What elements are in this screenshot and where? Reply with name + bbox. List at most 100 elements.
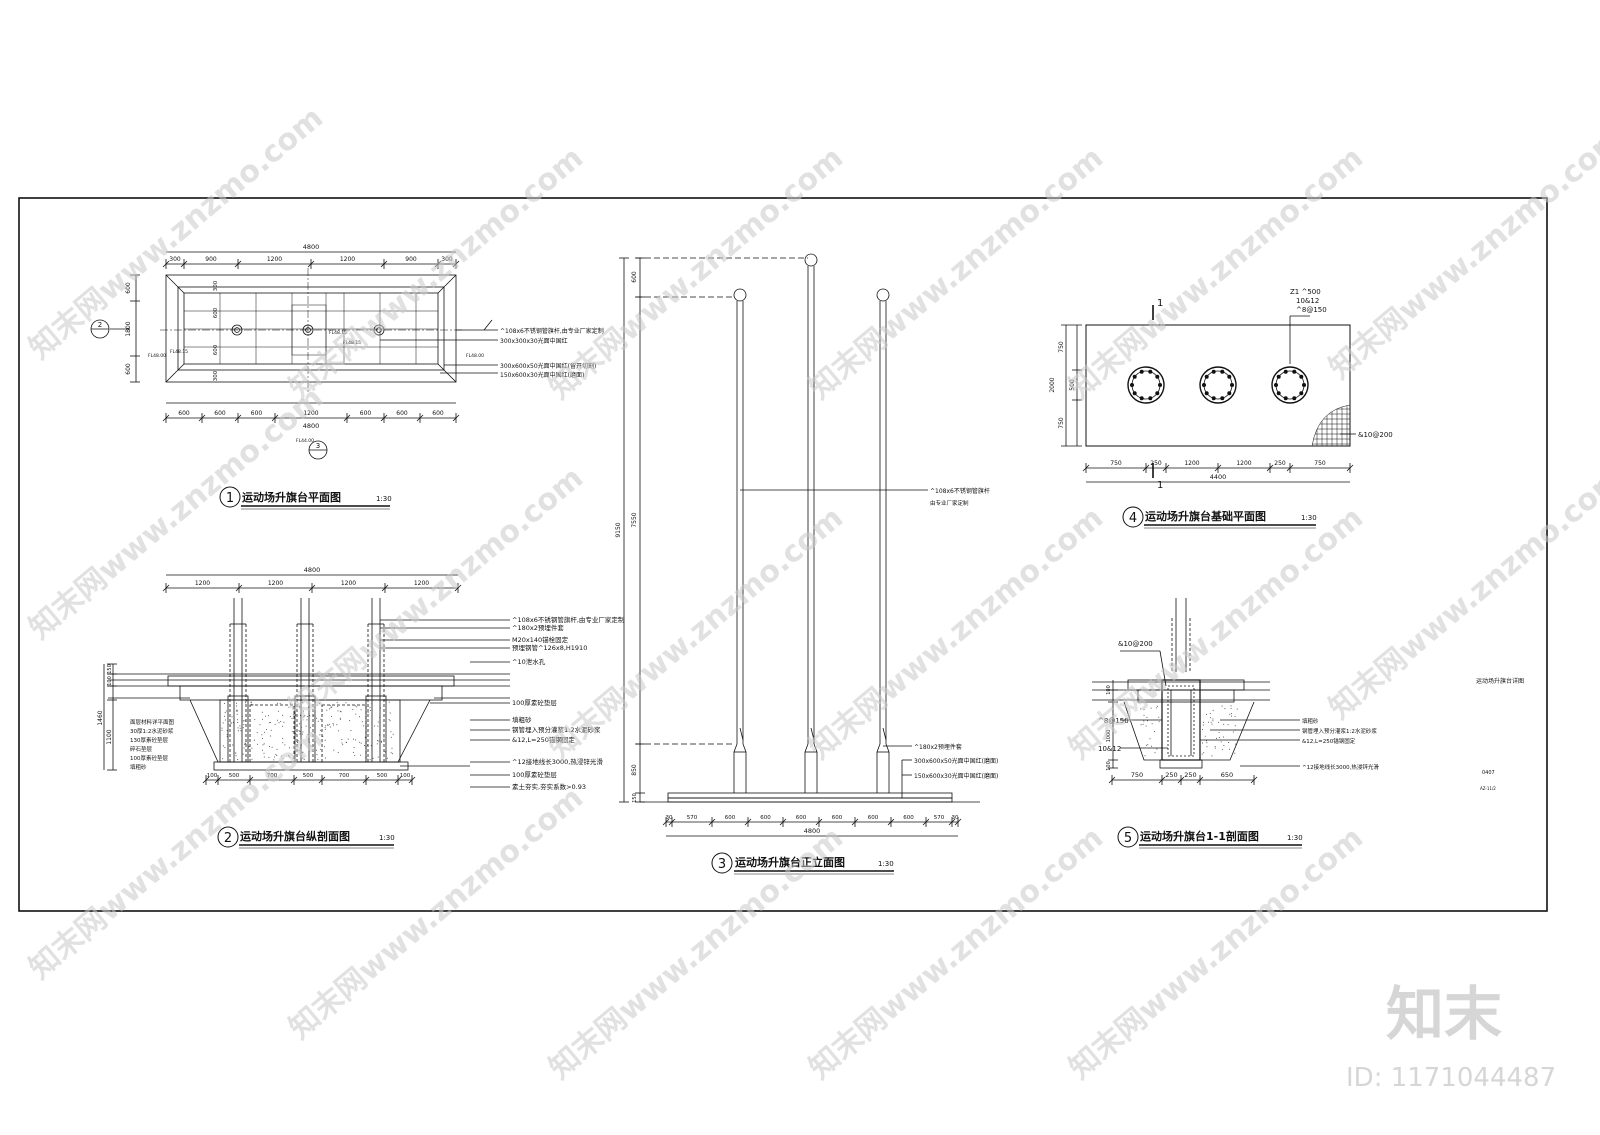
ls-scale: 1:30 (379, 834, 395, 842)
watermark-id: ID: 1171044487 (1346, 1063, 1556, 1093)
watermark-text-6: 知末网www.znzmo.com (1323, 120, 1600, 386)
watermark-text-14: 知末网www.znzmo.com (283, 780, 590, 1046)
title-block-sheet: 0407 (1482, 770, 1495, 776)
plan-dim-top-1: 300 (169, 256, 181, 263)
watermark-text-17: 知末网www.znzmo.com (1063, 820, 1370, 1086)
plan-dim-top-6: 300 (441, 256, 453, 263)
ls-dim-top-1: 1200 (195, 580, 210, 587)
plan-title: 运动场升旗台平面图 (242, 490, 341, 504)
watermark-layer: 知末网www.znzmo.com知末网www.znzmo.com知末网www.z… (23, 100, 1600, 1086)
elev-dim-left-2: 7550 (631, 512, 638, 527)
ls-note-right-5: ^10泄水孔 (512, 657, 546, 666)
xs-label-left-2: ^8@150 (1098, 717, 1129, 725)
ls-note-right-1: ^108x6不锈钢管旗杆,由专业厂家定制 (512, 615, 625, 624)
plan-dim-inner-3: 600 (213, 344, 219, 355)
plan-dim-inner-4: 300 (213, 370, 219, 381)
found-title: 运动场升旗台基础平面图 (1145, 509, 1266, 523)
elev-dim-bottom-9: 570 (934, 815, 945, 821)
plan-dim-total-bottom: 4800 (303, 422, 320, 430)
found-dim-bottom-6: 750 (1314, 460, 1326, 467)
watermark-logo: 知末 (1386, 980, 1502, 1048)
watermark-text-10: 知末网www.znzmo.com (803, 500, 1110, 766)
plan-dim-inner-1: 600 (213, 307, 219, 318)
ls-note-right-6: 100厚素砼垫层 (512, 698, 557, 707)
ls-note-right-10: ^12接地线长3000,热浸锌光滑 (512, 757, 603, 766)
elev-dim-left-4: 850 (631, 764, 638, 776)
plan-dim-top-5: 900 (405, 256, 417, 263)
xs-label-left-1: &10@200 (1118, 640, 1153, 648)
watermark-text-11: 知末网www.znzmo.com (1063, 500, 1370, 766)
plan-number-circle (219, 486, 241, 508)
foundation-plan-drawing (1061, 305, 1356, 483)
ls-dim-bottom-7: 100 (400, 773, 411, 779)
title-block: 运动场升旗台详图 0407 AZ-11/2 (1476, 677, 1524, 791)
plan-dim-total-top: 4800 (303, 243, 320, 251)
watermark-text-5: 知末网www.znzmo.com (1063, 140, 1370, 406)
ls-note-left-3: 130厚素砼垫层 (130, 736, 168, 744)
elev-note-2: 由专业厂家定制 (930, 499, 969, 507)
ls-dim-bottom-1: 100 (207, 773, 218, 779)
found-number-circle (1122, 506, 1144, 528)
cross-section-drawing (1092, 598, 1300, 785)
plan-dim-bottom-7: 600 (432, 410, 444, 417)
ls-note-left-2: 30厚1:2水泥砂浆 (130, 727, 174, 735)
plan-dim-left-1: 600 (125, 282, 132, 294)
plan-dim-bottom-6: 600 (396, 410, 408, 417)
found-scale: 1:30 (1301, 514, 1317, 522)
found-cut-mark-bottom: 1 (1157, 480, 1163, 491)
plan-dim-bottom-4: 1200 (303, 410, 318, 417)
xs-label-left-3: 10&12 (1098, 745, 1121, 753)
xs-note-3: &12,L=250锚钢固定 (1302, 737, 1356, 745)
xs-dim-bottom-1: 750 (1131, 771, 1143, 779)
ls-dim-left-3: 1460 (97, 710, 104, 725)
elev-dim-bottom-7: 600 (868, 815, 879, 821)
plan-drawing (90, 251, 498, 460)
xs-note-1: 填粗砂 (1302, 717, 1319, 725)
plan-dim-top-3: 1200 (267, 256, 282, 263)
elev-dim-total: 4800 (804, 827, 821, 835)
ls-dim-bottom-6: 500 (377, 773, 388, 779)
xs-dim-left-3: 100 (1106, 761, 1112, 771)
ls-note-left-6: 填粗砂 (130, 763, 147, 771)
plan-level-2: FL48.15 (170, 349, 188, 355)
elev-dim-bottom-3: 600 (725, 815, 736, 821)
ls-note-right-7: 填粗砂 (512, 715, 532, 724)
ls-dim-bottom-4: 500 (303, 773, 314, 779)
watermark-text-15: 知末网www.znzmo.com (543, 820, 850, 1086)
xs-dim-bottom-3: 250 (1184, 771, 1196, 779)
elev-dim-bottom-6: 600 (832, 815, 843, 821)
ls-note-left-5: 100厚素砼垫层 (130, 754, 168, 762)
elev-dim-left-5: 150 (632, 793, 638, 803)
plan-dim-bottom-2: 600 (214, 410, 226, 417)
elev-dim-left-1: 600 (631, 271, 638, 283)
ls-note-right-2: ^180x2预埋件套 (512, 623, 564, 632)
found-dim-bottom-2: 250 (1150, 460, 1162, 467)
found-callout-3: ^8@150 (1296, 306, 1327, 314)
plan-dim-left-2: 1800 (125, 321, 132, 336)
found-rebar-note: &10@200 (1358, 431, 1393, 439)
plan-note-1: ^108x6不锈钢管旗杆,由专业厂家定制 (500, 327, 604, 335)
ls-note-right-11: 100厚素砼垫层 (512, 770, 557, 779)
plan-level-3: FL48.15 (329, 330, 347, 336)
found-dim-total: 4400 (1210, 473, 1227, 481)
plan-level-5: FL48.00 (466, 353, 484, 359)
watermark-text-3: 知末网www.znzmo.com (543, 140, 850, 406)
ls-title: 运动场升旗台纵剖面图 (240, 829, 350, 843)
found-dim-bottom-5: 250 (1274, 460, 1286, 467)
ls-note-right-4: 预埋钢管^126x8,H1910 (512, 643, 587, 652)
plan-dim-top-4: 1200 (340, 256, 355, 263)
plan-note-3: 300x600x50光面中国红(留开切割) (500, 362, 596, 370)
elev-dim-bottom-8: 600 (903, 815, 914, 821)
title-block-code: AZ-11/2 (1480, 786, 1496, 791)
elev-note-4: 300x600x50光面中国红(磨面) (914, 757, 998, 765)
found-dim-left-2: 500 (1069, 379, 1076, 391)
ls-dim-bottom-2: 500 (229, 773, 240, 779)
plan-scale: 1:30 (376, 495, 392, 503)
xs-number: 5 (1124, 831, 1132, 846)
plan-dim-top-2: 900 (205, 256, 217, 263)
plan-dim-bottom-3: 600 (251, 410, 263, 417)
plan-level-4: FL48.15 (343, 340, 361, 346)
found-dim-bottom-3: 1200 (1184, 460, 1199, 467)
